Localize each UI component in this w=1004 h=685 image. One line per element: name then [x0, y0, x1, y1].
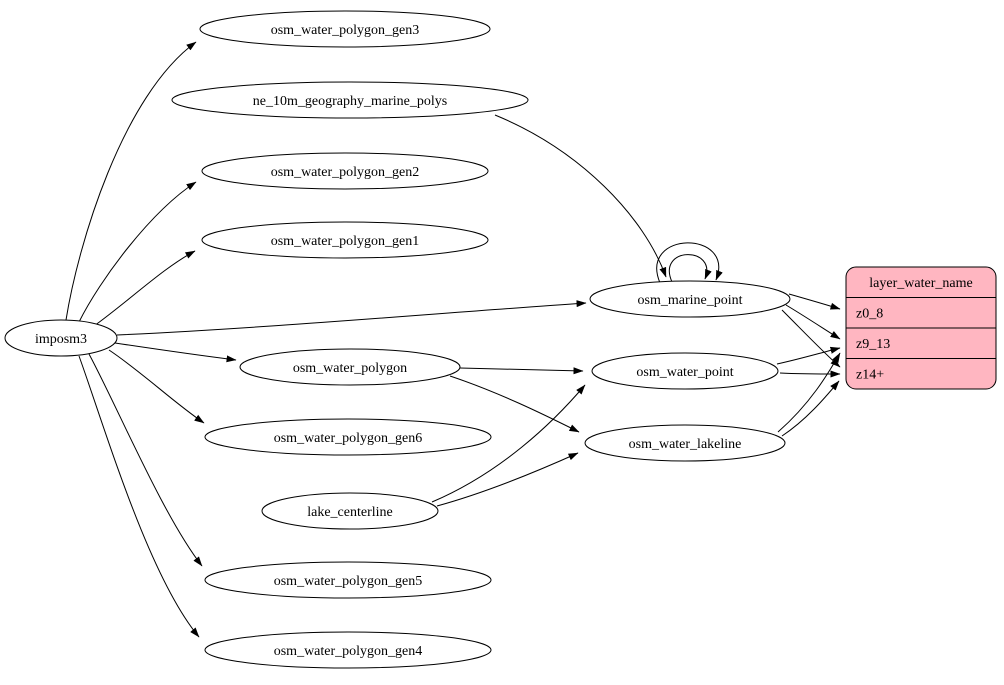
osm-water-polygon-gen6-shape [204, 418, 492, 456]
osm-marine-point-label: osm_marine_point [638, 293, 743, 308]
node-osm-water-polygon-gen3: osm_water_polygon_gen3 [199, 10, 491, 48]
ne-10m-geography-marine-polys-label: ne_10m_geography_marine_polys [253, 94, 447, 109]
node-ne-10m-geography-marine-polys: ne_10m_geography_marine_polys [171, 81, 529, 119]
node-osm-water-polygon-gen1: osm_water_polygon_gen1 [201, 221, 489, 259]
osm-water-polygon-gen2-shape [201, 152, 489, 190]
edge-imposm3-osm-water-polygon [114, 342, 237, 363]
ne-10m-geography-marine-polys-shape [171, 81, 529, 119]
record-row-z0-8: z0_8 [856, 306, 883, 321]
edge-imposm3-osm-water-polygon-gen3 [65, 41, 197, 321]
layer-water-name-header: layer_water_name [869, 276, 972, 291]
edge-imposm3-osm-water-polygon-gen4 [78, 355, 200, 638]
osm-water-point-shape [591, 352, 779, 390]
imposm3-label: imposm3 [35, 332, 87, 347]
edge-imposm3-osm-water-polygon-gen5 [88, 353, 203, 567]
edge-osm-water-lakeline-z14 [781, 380, 840, 437]
node-osm-water-polygon-gen5: osm_water_polygon_gen5 [204, 561, 492, 599]
edge-osm-water-point-z9-13 [776, 346, 841, 365]
osm-water-polygon-gen3-label: osm_water_polygon_gen3 [271, 23, 420, 38]
node-osm-water-polygon-gen6: osm_water_polygon_gen6 [204, 418, 492, 456]
edge-osm-water-point-z14 [779, 370, 841, 378]
node-osm-water-lakeline: osm_water_lakeline [584, 424, 786, 462]
osm-water-point-label: osm_water_point [636, 365, 733, 380]
edge-imposm3-osm-water-polygon-gen2 [78, 181, 197, 323]
osm-water-polygon-gen1-shape [201, 221, 489, 259]
osm-water-polygon-gen5-shape [204, 561, 492, 599]
osm-marine-point-shape [589, 280, 791, 318]
edge-osm-marine-point-self-loop-inner [669, 254, 712, 283]
edge-imposm3-osm-water-polygon-gen6 [108, 349, 205, 424]
edge-ne10m-osm-marine-point [494, 114, 667, 278]
edge-osm-water-lakeline-z9-13 [777, 352, 841, 433]
osm-water-polygon-gen3-shape [199, 10, 491, 48]
osm-water-polygon-gen6-label: osm_water_polygon_gen6 [274, 431, 423, 446]
osm-water-polygon-gen2-label: osm_water_polygon_gen2 [271, 165, 420, 180]
node-osm-water-polygon-gen2: osm_water_polygon_gen2 [201, 152, 489, 190]
edge-osm-marine-point-z14 [781, 309, 841, 368]
osm-water-polygon-gen4-shape [204, 631, 492, 669]
edge-osm-marine-point-z9-13 [785, 304, 841, 340]
edge-imposm3-osm-marine-point [116, 300, 587, 336]
node-lake-centerline: lake_centerline [261, 492, 439, 530]
edge-osm-water-polygon-osm-water-point [459, 367, 584, 375]
lake-centerline-label: lake_centerline [307, 505, 393, 520]
imposm3-shape [4, 319, 118, 357]
osm-water-polygon-gen1-label: osm_water_polygon_gen1 [271, 234, 420, 249]
edge-lake-centerline-osm-water-lakeline [436, 452, 579, 507]
edge-lake-centerline-osm-water-point [431, 384, 586, 503]
node-osm-marine-point: osm_marine_point [589, 280, 791, 318]
osm-water-lakeline-label: osm_water_lakeline [629, 437, 742, 452]
osm-water-polygon-gen4-label: osm_water_polygon_gen4 [274, 644, 423, 659]
node-imposm3: imposm3 [4, 319, 118, 357]
edge-osm-marine-point-self-loop-outer [656, 242, 723, 284]
edge-osm-marine-point-z0-8 [788, 293, 841, 310]
osm-water-lakeline-shape [584, 424, 786, 462]
node-osm-water-polygon-gen4: osm_water_polygon_gen4 [204, 631, 492, 669]
osm-water-polygon-gen5-label: osm_water_polygon_gen5 [274, 574, 423, 589]
osm-water-polygon-shape [239, 348, 461, 386]
edges [65, 41, 841, 638]
record-row-z9-13: z9_13 [856, 337, 890, 352]
node-layer-water-name: layer_water_name z0_8 z9_13 z14+ [845, 266, 997, 390]
edge-osm-water-polygon-osm-water-lakeline [449, 375, 580, 433]
lake-centerline-shape [261, 492, 439, 530]
node-osm-water-point: osm_water_point [591, 352, 779, 390]
node-osm-water-polygon: osm_water_polygon [239, 348, 461, 386]
osm-water-polygon-label: osm_water_polygon [293, 361, 407, 376]
record-row-z14: z14+ [856, 367, 884, 382]
edge-imposm3-osm-water-polygon-gen1 [93, 250, 196, 327]
